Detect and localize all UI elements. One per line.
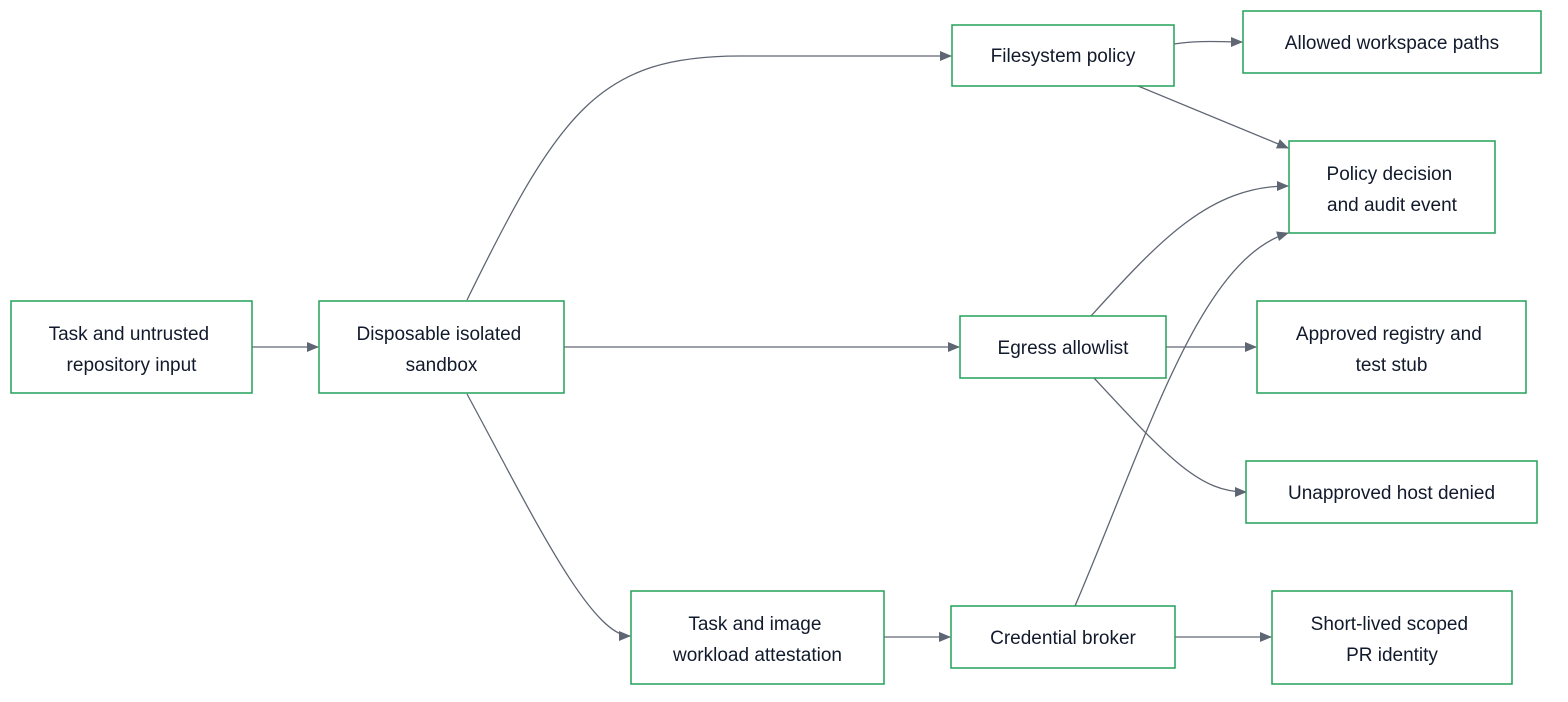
- edge-egress-to-policy-decision: [1090, 181, 1289, 317]
- node-policy-decision-line-2: and audit event: [1327, 195, 1458, 216]
- edge-sandbox-to-attestation: [466, 393, 631, 641]
- node-pr-identity-box: [1271, 590, 1513, 685]
- edge-filesystem-policy-to-workspace-paths: [1173, 36, 1243, 47]
- node-approved-registry: Approved registry and test stub: [1256, 300, 1527, 394]
- node-workspace-paths-label: Allowed workspace paths: [1285, 33, 1499, 54]
- node-attestation-label: Task and image workload attestation: [672, 614, 842, 666]
- node-pr-identity-label: Short-lived scoped PR identity: [1311, 614, 1474, 666]
- node-host-denied-label: Unapproved host denied: [1288, 483, 1495, 504]
- node-credential-broker-label: Credential broker: [990, 628, 1136, 649]
- node-task-input-box: [10, 300, 253, 394]
- node-task-input-line-1: Task and untrusted: [49, 324, 210, 345]
- node-sandbox-box: [318, 300, 565, 394]
- node-host-denied: Unapproved host denied: [1245, 460, 1538, 524]
- node-approved-registry-box: [1256, 300, 1527, 394]
- node-sandbox-label: Disposable isolated sandbox: [356, 324, 526, 376]
- node-approved-registry-label: Approved registry and test stub: [1296, 324, 1487, 376]
- node-egress-allowlist-label: Egress allowlist: [998, 338, 1130, 359]
- node-egress-allowlist: Egress allowlist: [959, 315, 1167, 379]
- node-approved-registry-line-2: test stub: [1356, 355, 1428, 376]
- node-policy-decision-line-1: Policy decision: [1327, 164, 1453, 185]
- edge-filesystem-policy-to-policy-decision: [1137, 85, 1289, 149]
- node-host-denied-box: [1245, 460, 1538, 524]
- nodes: Task and untrusted repository input Disp…: [10, 10, 1542, 685]
- node-policy-decision-label: Policy decision and audit event: [1327, 164, 1458, 216]
- node-task-input: Task and untrusted repository input: [10, 300, 253, 394]
- node-egress-allowlist-box: [959, 315, 1167, 379]
- node-attestation-line-2: workload attestation: [672, 645, 842, 666]
- node-pr-identity-line-1: Short-lived scoped: [1311, 614, 1468, 635]
- node-sandbox-line-2: sandbox: [406, 355, 478, 376]
- node-credential-broker: Credential broker: [950, 605, 1176, 669]
- node-pr-identity: Short-lived scoped PR identity: [1271, 590, 1513, 685]
- node-workspace-paths: Allowed workspace paths: [1242, 10, 1542, 74]
- node-workspace-paths-box: [1242, 10, 1542, 74]
- node-policy-decision-box: [1288, 140, 1496, 234]
- node-policy-decision: Policy decision and audit event: [1288, 140, 1496, 234]
- edge-credential-broker-to-policy-decision: [1074, 231, 1289, 607]
- edge-egress-to-host-denied: [1093, 377, 1247, 497]
- node-approved-registry-line-1: Approved registry and: [1296, 324, 1482, 345]
- node-attestation-box: [630, 590, 885, 685]
- node-credential-broker-box: [950, 605, 1176, 669]
- edges: [252, 36, 1289, 642]
- node-filesystem-policy: Filesystem policy: [951, 24, 1175, 87]
- node-attestation-line-1: Task and image: [688, 614, 821, 635]
- node-filesystem-policy-box: [951, 24, 1175, 87]
- edge-sandbox-to-filesystem-policy: [466, 51, 952, 301]
- node-pr-identity-line-2: PR identity: [1346, 645, 1438, 666]
- node-sandbox-line-1: Disposable isolated: [356, 324, 521, 345]
- node-task-input-line-2: repository input: [67, 355, 198, 376]
- node-sandbox: Disposable isolated sandbox: [318, 300, 565, 394]
- node-attestation: Task and image workload attestation: [630, 590, 885, 685]
- node-filesystem-policy-label: Filesystem policy: [991, 46, 1136, 67]
- node-task-input-label: Task and untrusted repository input: [49, 324, 215, 376]
